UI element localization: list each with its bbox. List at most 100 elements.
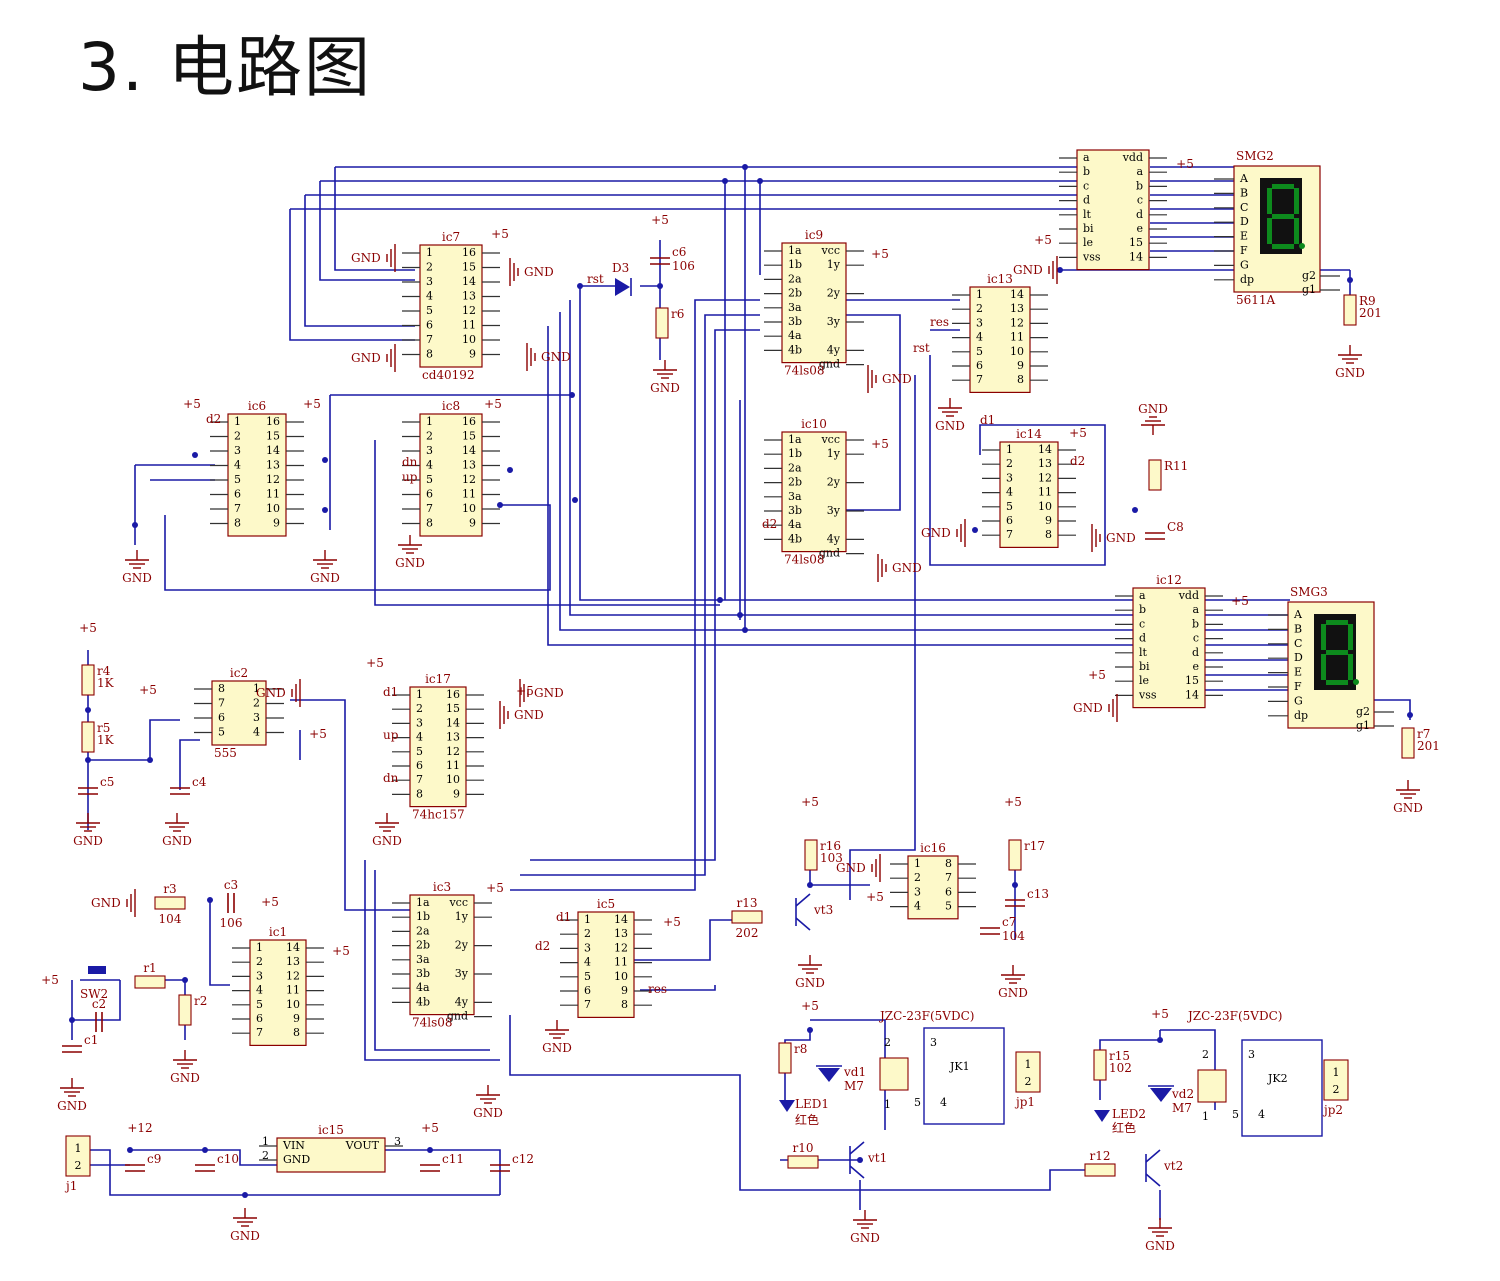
diode-label: D3 (612, 261, 629, 275)
pin-label: 4b (788, 532, 802, 545)
pin-label: 3 (416, 716, 423, 729)
pin-label: 8 (1017, 373, 1024, 386)
pin-label: vcc (820, 433, 840, 446)
junction-dot (1407, 712, 1413, 718)
relay-coil (879, 1057, 909, 1091)
resistor-name: r17 (1024, 839, 1045, 853)
resistor-value: 201 (1417, 739, 1440, 753)
pin-label: 1 (1006, 443, 1013, 456)
bus-wire (547, 326, 1135, 646)
pin-label: 15 (446, 702, 460, 715)
resistor-R9 (1343, 294, 1357, 326)
pin-label: 1 (426, 246, 433, 259)
pin-label: vcc (820, 244, 840, 257)
pin-label: 2 (976, 302, 983, 315)
pin-label: B (1294, 622, 1302, 635)
net-label: d1 (383, 685, 398, 699)
ground-label: GND (935, 419, 965, 433)
pin-label: c (1083, 179, 1089, 192)
net-label: d1 (980, 413, 995, 427)
transistor-collector (1145, 1149, 1161, 1163)
pin-label: d (1192, 646, 1199, 659)
pin-label: bi (1083, 222, 1094, 235)
pin-label: g2 (1356, 705, 1370, 718)
pin-label: 2b (788, 287, 802, 300)
capacitor-name: c10 (217, 1152, 239, 1166)
chip-ic12 (1132, 587, 1206, 709)
bus-wire (849, 375, 916, 900)
supply-label: +12 (127, 1121, 152, 1135)
chip-name: ic7 (442, 230, 460, 244)
bus-wire (530, 329, 760, 861)
ground-label: GND (1106, 531, 1136, 545)
pin-label: 6 (1006, 514, 1013, 527)
chip-name: ic2 (230, 666, 248, 680)
capacitor-name: c6 (672, 245, 686, 259)
pin-label: 16 (462, 415, 476, 428)
resistor-name: r12 (1089, 1149, 1110, 1163)
pin-label: 3a (788, 301, 802, 314)
pin-label: 9 (1045, 514, 1052, 527)
bus-wire (929, 355, 1106, 566)
pin-label: 3b (416, 967, 430, 980)
pin-label: 12 (1038, 471, 1052, 484)
connector-name: jp1 (1014, 1095, 1035, 1109)
pin-label: 8 (426, 348, 433, 361)
supply-label: +5 (516, 684, 534, 698)
pin-label: 4 (256, 984, 263, 997)
pin-label: 14 (462, 275, 476, 288)
pin-label: 14 (446, 716, 460, 729)
relay-contact-label: JK2 (1267, 1072, 1288, 1085)
junction-dot (427, 1147, 433, 1153)
chip-ic14 (999, 441, 1059, 549)
chip-name: ic16 (920, 841, 946, 855)
ground-label: GND (514, 708, 544, 722)
pin-label: 1 (914, 857, 921, 870)
transistor-emitter (795, 917, 811, 931)
ground-label: GND (372, 834, 402, 848)
pin-label: e (1192, 660, 1199, 673)
resistor-r13 (731, 910, 763, 924)
display-decimal-point (1353, 679, 1359, 685)
display-segment (1321, 624, 1326, 650)
resistor-value: 103 (820, 851, 843, 865)
chip-name: ic15 (318, 1123, 344, 1137)
pin-label: A (1239, 172, 1249, 185)
bus-wire (640, 985, 716, 991)
resistor-name: r16 (820, 839, 841, 853)
ground-label: GND (310, 571, 340, 585)
pin-label: 4y (455, 995, 469, 1008)
ground-label: GND (921, 526, 951, 540)
chip-ic1 (249, 939, 307, 1047)
wire-layer (69, 164, 1413, 1220)
pin-label: 6 (426, 319, 433, 332)
resistor-r10 (787, 1155, 819, 1169)
chip-name: ic9 (805, 228, 823, 242)
pin-label: 2 (1006, 457, 1013, 470)
pin-label: 3b (788, 315, 802, 328)
supply-label: +5 (801, 999, 819, 1013)
pin-label: 10 (266, 502, 280, 515)
supply-label: +5 (303, 397, 321, 411)
resistor-r8 (778, 1042, 792, 1074)
supply-label: +5 (1151, 1007, 1169, 1021)
resistor-name: R9 (1359, 294, 1376, 308)
supply-label: +5 (421, 1121, 439, 1135)
net-label: d2 (206, 412, 221, 426)
pin-label: 16 (462, 246, 476, 259)
pin-label: 9 (469, 517, 476, 530)
chip-ic6 (227, 413, 287, 537)
connector-pin: 2 (75, 1159, 82, 1172)
pin-label: 3a (788, 490, 802, 503)
connector-pin: 2 (1025, 1075, 1032, 1088)
pin-label: 4 (584, 956, 591, 969)
supply-label: +5 (1069, 426, 1087, 440)
junction-dot (507, 467, 513, 473)
capacitor-name: c11 (442, 1152, 464, 1166)
ground-label: GND (395, 556, 425, 570)
junction-dot (722, 178, 728, 184)
display-segment (1272, 244, 1294, 249)
junction-dot (147, 757, 153, 763)
pin-label: 2y (827, 287, 841, 300)
pin-label: e (1136, 222, 1143, 235)
